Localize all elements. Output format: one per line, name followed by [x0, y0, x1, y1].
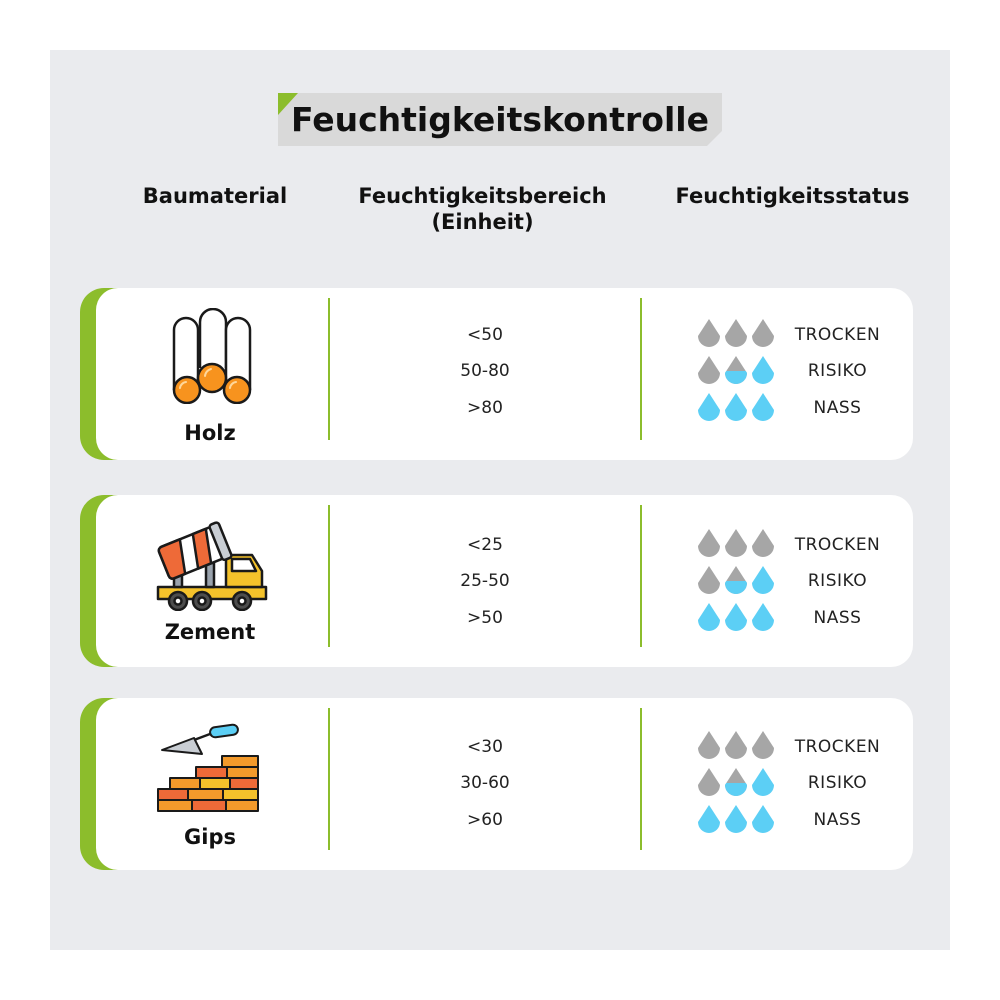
range-value: >80 — [467, 398, 503, 418]
range-value: >50 — [467, 608, 503, 628]
column-divider — [328, 708, 330, 850]
status-label: TROCKEN — [794, 737, 881, 757]
column-divider — [640, 708, 642, 850]
drops-wet-icon — [698, 393, 774, 421]
material-label: Gips — [184, 825, 236, 849]
material-card-gips: Gips <30 30-60 >60 TROCKEN RISIKO NASS — [80, 698, 913, 870]
drops-wet-icon — [698, 805, 774, 833]
trowel-bricks-icon — [157, 723, 259, 812]
wood-logs-icon — [172, 308, 252, 404]
material-card-zement: Zement <25 25-50 >50 TROCKEN RISIKO NASS — [80, 495, 913, 667]
header-range-line2: (Einheit) — [431, 210, 534, 234]
material-label: Holz — [184, 421, 236, 445]
column-divider — [640, 298, 642, 440]
drops-dry-icon — [698, 319, 774, 347]
page-title: Feuchtigkeitskontrolle — [291, 100, 709, 139]
status-label: NASS — [813, 608, 862, 628]
range-value: 25-50 — [460, 571, 510, 591]
drops-dry-icon — [698, 731, 774, 759]
status-label: RISIKO — [807, 773, 868, 793]
column-divider — [640, 505, 642, 647]
drops-wet-icon — [698, 603, 774, 631]
drops-risk-icon — [698, 356, 774, 384]
range-value: >60 — [467, 810, 503, 830]
column-divider — [328, 505, 330, 647]
drops-dry-icon — [698, 529, 774, 557]
status-label: RISIKO — [807, 361, 868, 381]
range-value: 30-60 — [460, 773, 510, 793]
column-divider — [328, 298, 330, 440]
drops-risk-icon — [698, 768, 774, 796]
range-value: 50-80 — [460, 361, 510, 381]
cement-mixer-truck-icon — [156, 521, 268, 611]
status-label: TROCKEN — [794, 325, 881, 345]
status-label: NASS — [813, 810, 862, 830]
material-label: Zement — [164, 620, 256, 644]
range-value: <30 — [467, 737, 503, 757]
material-card-holz: Holz <50 50-80 >80 TROCKEN RISIKO NASS — [80, 288, 913, 460]
status-label: TROCKEN — [794, 535, 881, 555]
status-label: NASS — [813, 398, 862, 418]
header-range-line1: Feuchtigkeitsbereich — [358, 184, 607, 208]
range-value: <50 — [467, 325, 503, 345]
title-banner-background — [278, 93, 722, 146]
drops-risk-icon — [698, 566, 774, 594]
range-value: <25 — [467, 535, 503, 555]
header-material: Baumaterial — [142, 184, 288, 208]
header-range: Feuchtigkeitsbereich (Einheit) — [340, 183, 625, 235]
status-label: RISIKO — [807, 571, 868, 591]
title-banner: Feuchtigkeitskontrolle — [278, 93, 722, 146]
header-status: Feuchtigkeitsstatus — [675, 184, 910, 208]
